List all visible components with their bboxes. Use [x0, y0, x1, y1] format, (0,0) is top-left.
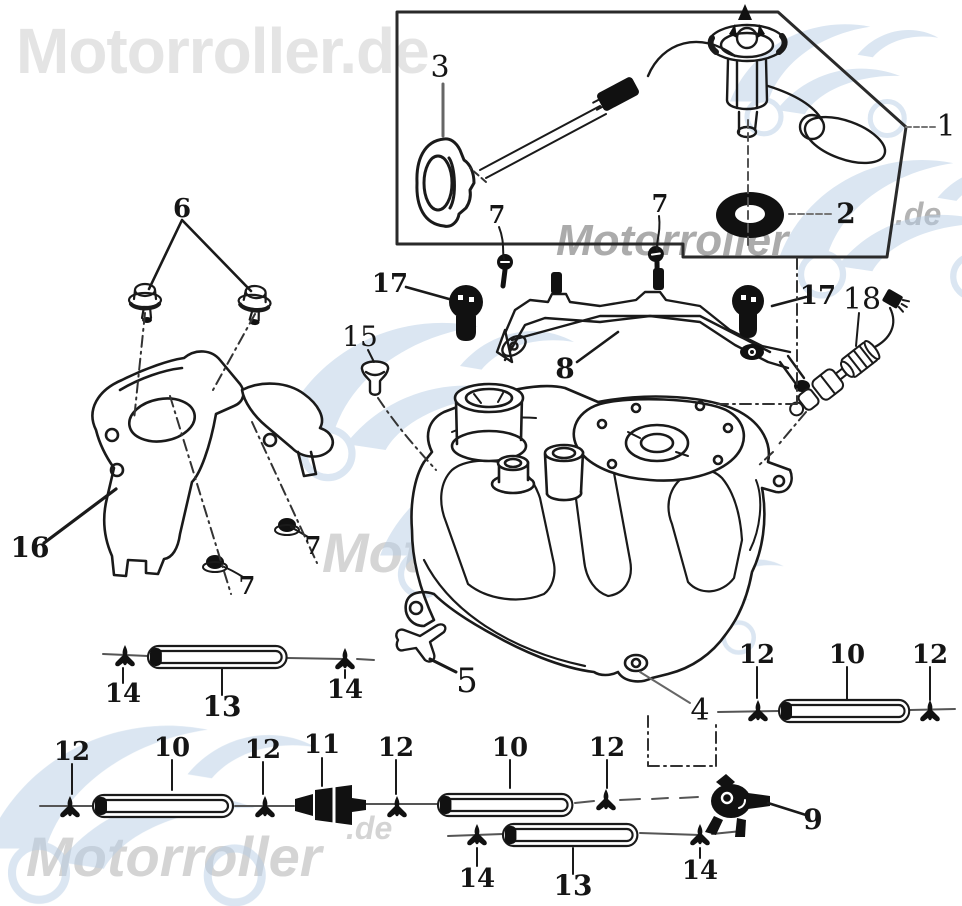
watermark-bottomleft-de: .de	[346, 810, 393, 846]
part-sensor-18	[789, 289, 910, 417]
part-bracket-8	[495, 268, 810, 392]
part-dampers-17	[449, 285, 764, 341]
fuel-hoses	[39, 644, 956, 848]
part-valve-9	[705, 774, 770, 837]
part-tank-cap-3	[415, 137, 476, 228]
part-plug-15	[360, 360, 390, 396]
part-shield-16	[91, 350, 334, 578]
detail-box-frame	[395, 10, 908, 259]
watermark-topleft: Motorroller.de	[16, 15, 430, 87]
part-joint-11	[295, 785, 366, 825]
part-gasket-2	[716, 192, 784, 238]
leader-lines	[42, 82, 937, 875]
dash-dot-lines	[133, 119, 807, 767]
part-fuel-pump-1	[479, 4, 887, 179]
part-fuel-tank-4	[404, 382, 793, 683]
part-clip-5	[395, 623, 447, 663]
